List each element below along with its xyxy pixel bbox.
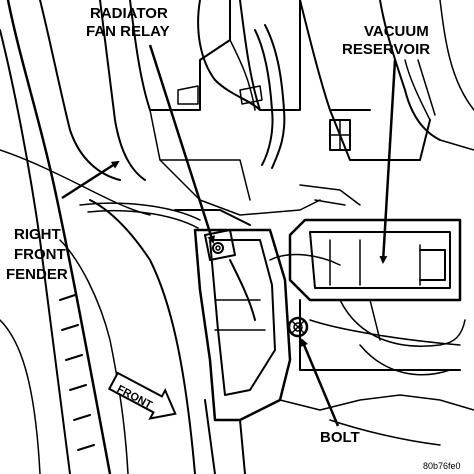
relay-bracket bbox=[79, 202, 466, 422]
leader-vacuum-reservoir bbox=[379, 59, 397, 264]
label-radiator-line1: RADIATOR bbox=[90, 5, 168, 22]
label-bolt: BOLT bbox=[320, 429, 360, 446]
label-vacuum-line1: VACUUM bbox=[364, 23, 429, 40]
vacuum-reservoir-shape bbox=[288, 218, 462, 371]
lower-structure bbox=[204, 394, 474, 474]
figure-code: 80b76fe0 bbox=[423, 461, 461, 471]
bolt-shape bbox=[287, 316, 309, 338]
front-direction-arrow bbox=[107, 371, 177, 420]
label-front-line2: FRONT bbox=[14, 246, 66, 263]
upper-structure bbox=[129, 0, 474, 216]
label-right-line1: RIGHT bbox=[14, 226, 61, 243]
label-fan-relay-line2: FAN RELAY bbox=[86, 23, 170, 40]
leader-right-front-fender bbox=[61, 160, 120, 200]
leader-bolt bbox=[300, 338, 340, 427]
label-fender-line3: FENDER bbox=[6, 266, 68, 283]
leader-radiator-fan-relay bbox=[148, 44, 215, 244]
label-reservoir-line2: RESERVOIR bbox=[342, 41, 431, 58]
fender-panel bbox=[0, 0, 196, 474]
